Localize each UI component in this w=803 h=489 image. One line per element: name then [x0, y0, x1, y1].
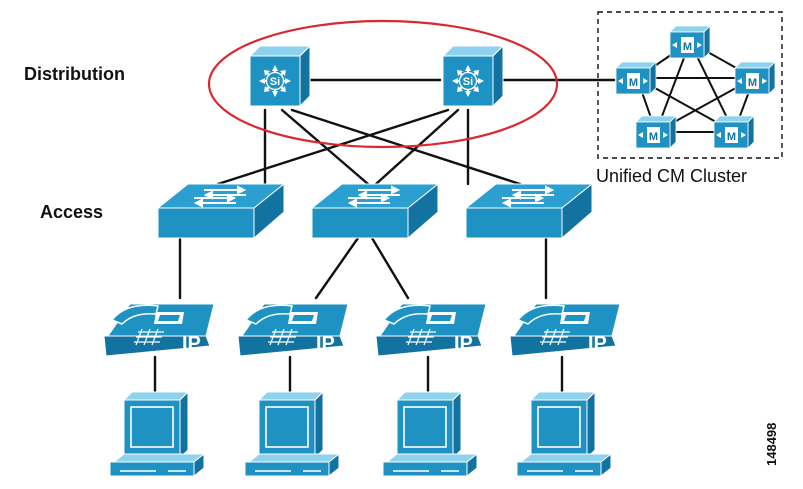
m-label: M [649, 131, 658, 143]
cm-server-2[interactable]: M [615, 61, 657, 95]
access-switch-1[interactable] [156, 182, 286, 240]
workstation-3[interactable] [382, 390, 479, 478]
cluster-boundary [597, 11, 783, 159]
m-label: M [748, 77, 757, 89]
access-switch-2[interactable] [310, 182, 440, 240]
link-d2-a1 [216, 108, 450, 186]
ip-label-2: IP [316, 333, 335, 355]
cm-server-3[interactable]: M [734, 61, 776, 95]
si-label-1: Si [270, 76, 280, 88]
m-label: M [629, 77, 638, 89]
workstation-4[interactable] [516, 390, 613, 478]
distribution-highlight-ring [207, 19, 559, 149]
ip-phone-1[interactable]: IP [103, 303, 215, 357]
ip-label-3: IP [454, 333, 473, 355]
access-tier-label: Access [40, 202, 104, 222]
ip-phone-3[interactable]: IP [375, 303, 487, 357]
m-label: M [727, 131, 736, 143]
workstation-2[interactable] [244, 390, 341, 478]
access-switch-3[interactable] [464, 182, 594, 240]
figure-number: 148498 [764, 422, 779, 466]
cm-server-1[interactable]: M [669, 25, 711, 59]
distribution-switch-2[interactable]: Si [441, 44, 505, 108]
workstation-1[interactable] [109, 390, 206, 478]
m-label: M [683, 41, 692, 53]
link-d2-a2 [374, 108, 460, 186]
cm-server-5[interactable]: M [713, 115, 755, 149]
ip-label-4: IP [588, 333, 607, 355]
link-d1-a2 [280, 108, 370, 186]
distribution-tier-label: Distribution [24, 64, 125, 84]
distribution-switch-1[interactable]: Si [248, 44, 312, 108]
cm-server-4[interactable]: M [635, 115, 677, 149]
ip-phone-2[interactable]: IP [237, 303, 349, 357]
ip-phone-4[interactable]: IP [509, 303, 621, 357]
link-a2-p2 [314, 236, 360, 300]
si-label-2: Si [463, 76, 473, 88]
ip-label-1: IP [182, 333, 201, 355]
link-a2-p3 [370, 236, 410, 300]
cluster-label: Unified CM Cluster [596, 166, 748, 186]
